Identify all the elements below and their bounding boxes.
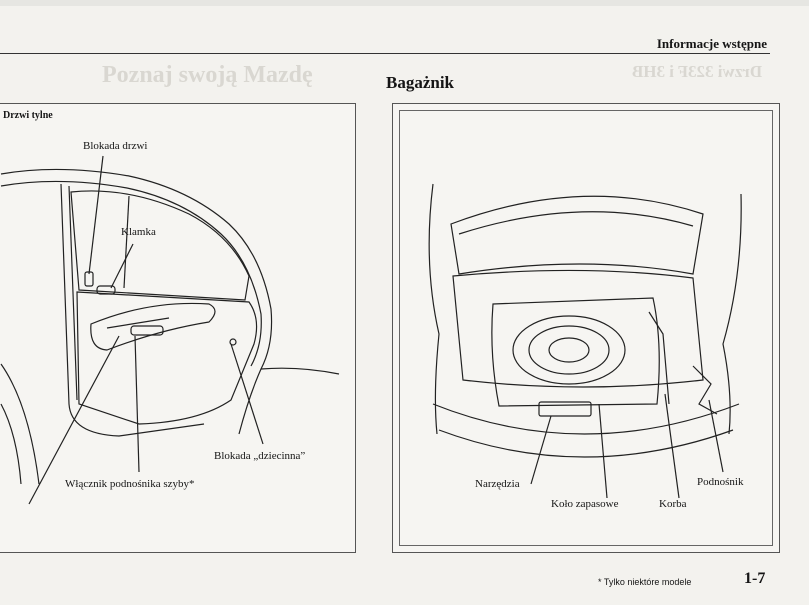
trunk-illustration (428, 183, 742, 499)
rear-door-illustration (0, 155, 340, 505)
callout-child-lock: Blokada „dziecinna” (214, 450, 306, 462)
callout-window-switch: Włącznik podnośnika szyby* (65, 478, 195, 490)
callout-handle: Klamka (121, 226, 156, 238)
footnote: * Tylko niektóre modele (598, 577, 692, 587)
page-top-edge (0, 0, 809, 6)
trunk-figure-inner-frame (399, 110, 773, 546)
callout-jack: Podnośnik (697, 476, 744, 488)
rear-door-figure: Drzwi tylne Blokada drzwi Klamka Blokada… (0, 103, 356, 553)
callout-crank: Korba (659, 498, 687, 510)
page-number: 1-7 (744, 570, 766, 587)
callout-spare-wheel: Koło zapasowe (551, 498, 619, 510)
header-rule (0, 53, 770, 54)
figure-label-rear-door: Drzwi tylne (3, 110, 53, 121)
trunk-figure: Narzędzia Koło zapasowe Korba Podnośnik (392, 103, 780, 553)
section-title: Bagażnik (386, 73, 455, 92)
show-through-title: Poznaj swoją Mazdę (102, 62, 313, 88)
show-through-mirror-title: Drzwi 323F i 3HB (632, 62, 763, 81)
callout-tools: Narzędzia (475, 478, 520, 490)
callout-door-lock: Blokada drzwi (83, 140, 148, 152)
running-header: Informacje wstępne (656, 36, 767, 51)
